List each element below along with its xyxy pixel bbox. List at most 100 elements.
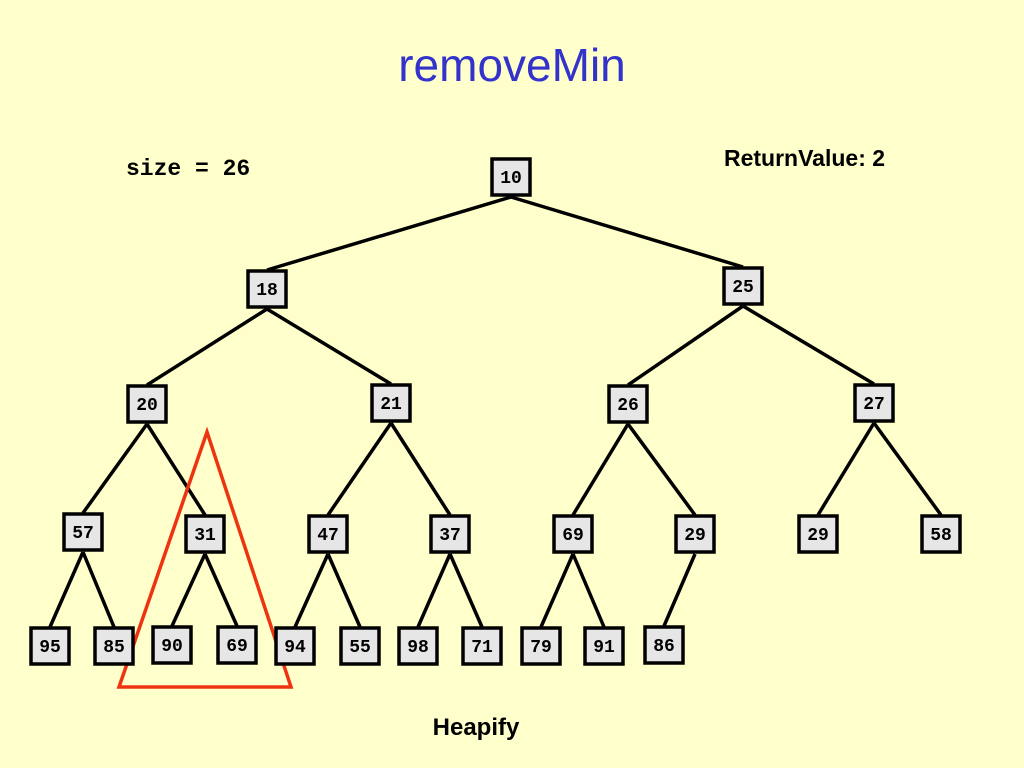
heapify-highlight-triangle (116, 426, 294, 689)
heap-node-7: 57 (62, 512, 104, 552)
node-value: 58 (930, 526, 952, 546)
heap-node-18: 69 (216, 625, 258, 665)
edge-n9-n20 (326, 553, 362, 628)
edge-n4-n9 (326, 422, 393, 516)
heap-node-19: 94 (274, 626, 316, 666)
node-box (583, 626, 625, 666)
edge-n7-n15 (48, 551, 85, 628)
node-value: 91 (593, 638, 615, 658)
edge-n4-n10 (389, 422, 452, 516)
node-value: 85 (103, 638, 125, 658)
node-box (797, 514, 839, 554)
node-box (29, 626, 71, 666)
node-box (274, 626, 316, 666)
node-box (397, 626, 439, 666)
node-value: 20 (136, 396, 158, 416)
node-value: 69 (562, 526, 584, 546)
node-box (520, 626, 562, 666)
heap-node-3: 20 (126, 384, 168, 424)
node-box (339, 626, 381, 666)
node-value: 29 (807, 526, 829, 546)
node-value: 27 (863, 395, 885, 415)
node-box (126, 384, 168, 424)
edge-n12-n25 (662, 553, 697, 627)
edge-n6-n13 (816, 422, 876, 516)
node-box (552, 514, 594, 554)
node-value: 26 (617, 396, 639, 416)
node-box (62, 512, 104, 552)
heapify-caption: Heapify (432, 714, 520, 741)
node-value: 90 (161, 637, 183, 657)
node-value: 98 (407, 638, 429, 658)
edge-n5-n11 (571, 423, 630, 516)
node-value: 79 (530, 638, 552, 658)
node-value: 29 (684, 526, 706, 546)
heap-node-14: 58 (920, 514, 962, 554)
heap-node-25: 86 (643, 625, 685, 665)
heap-node-9: 47 (307, 514, 349, 554)
edge-n11-n24 (571, 553, 606, 628)
node-value: 94 (284, 638, 306, 658)
tree-edges (48, 195, 943, 628)
edge-n2-n6 (742, 304, 875, 386)
edge-n5-n12 (626, 422, 697, 517)
edge-n8-n17 (170, 553, 207, 627)
node-value: 57 (72, 524, 94, 544)
node-value: 25 (732, 278, 754, 298)
node-box (461, 626, 503, 666)
node-box (246, 269, 288, 309)
heap-node-12: 29 (674, 514, 716, 554)
edge-n8-n18 (203, 553, 239, 627)
node-box (184, 514, 226, 554)
edge-n10-n22 (448, 553, 484, 628)
heap-node-0: 10 (490, 157, 532, 197)
node-value: 47 (317, 526, 339, 546)
heap-node-11: 69 (552, 514, 594, 554)
node-box (722, 266, 764, 306)
edge-n7-n16 (81, 551, 116, 628)
node-box (370, 383, 412, 423)
heap-node-13: 29 (797, 514, 839, 554)
node-value: 21 (380, 395, 402, 415)
node-box (920, 514, 962, 554)
heap-node-21: 98 (397, 626, 439, 666)
heap-node-17: 90 (151, 625, 193, 665)
heap-node-5: 26 (607, 384, 649, 424)
heap-node-10: 37 (429, 514, 471, 554)
edge-n9-n19 (293, 553, 330, 628)
edge-n1-n3 (146, 307, 268, 387)
edge-n2-n5 (627, 304, 744, 387)
node-box (490, 157, 532, 197)
heap-node-16: 85 (93, 626, 135, 666)
node-value: 69 (226, 637, 248, 657)
edge-n1-n4 (266, 307, 392, 386)
node-value: 37 (439, 526, 461, 546)
slide-title: removeMin (398, 39, 626, 91)
heap-node-23: 79 (520, 626, 562, 666)
heap-node-8: 31 (184, 514, 226, 554)
edge-n3-n7 (81, 422, 149, 515)
node-box (307, 514, 349, 554)
heap-node-20: 55 (339, 626, 381, 666)
heap-node-24: 91 (583, 626, 625, 666)
heap-node-1: 18 (246, 269, 288, 309)
node-box (643, 625, 685, 665)
edge-n10-n21 (416, 553, 452, 628)
node-box (674, 514, 716, 554)
node-box (151, 625, 193, 665)
node-value: 95 (39, 638, 61, 658)
node-box (93, 626, 135, 666)
heap-size-label: size = 26 (126, 156, 251, 182)
node-value: 71 (471, 638, 493, 658)
edge-n3-n8 (145, 423, 207, 516)
node-value: 10 (500, 169, 522, 189)
heap-node-15: 95 (29, 626, 71, 666)
node-box (429, 514, 471, 554)
node-value: 31 (194, 526, 216, 546)
node-value: 18 (256, 281, 278, 301)
node-box (607, 384, 649, 424)
edge-n11-n23 (539, 553, 575, 628)
edge-n6-n14 (872, 421, 943, 517)
heap-node-2: 25 (722, 266, 764, 306)
